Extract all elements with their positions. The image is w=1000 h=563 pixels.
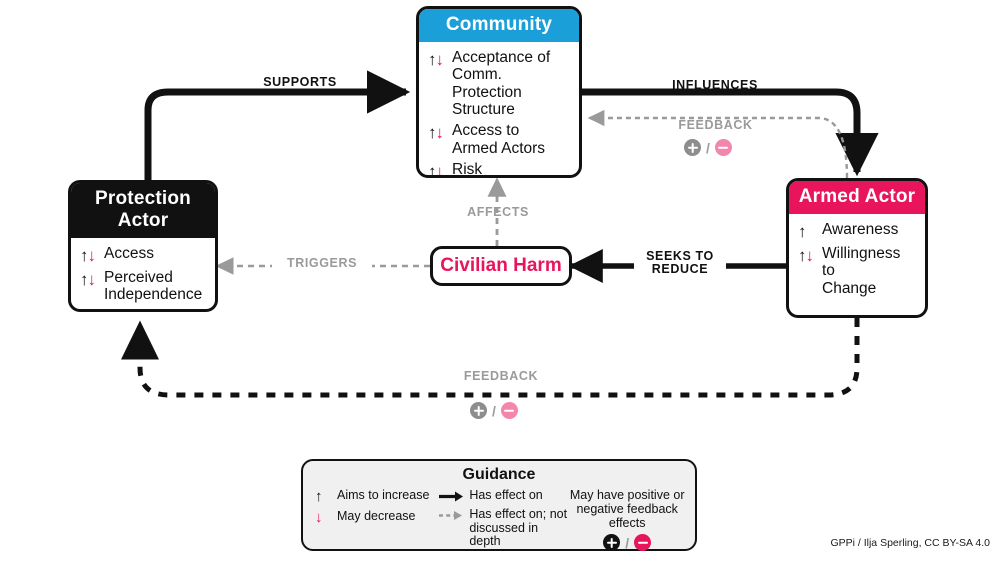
attribute-label: Perceived Independence <box>104 268 203 304</box>
legend-columns: ↑ Aims to increase ↓ May decrease <box>303 484 695 554</box>
legend-item: ↑ Aims to increase <box>315 488 438 505</box>
attribute-label: Acceptance of Comm. Protection Structure <box>452 48 551 118</box>
minus-badge-icon <box>714 139 732 156</box>
separator-slash: / <box>492 402 496 419</box>
solid-arrow-icon <box>438 490 464 503</box>
legend-item: ↓ May decrease <box>315 508 438 526</box>
legend-panel: Guidance ↑ Aims to increase ↓ May decrea… <box>301 459 697 554</box>
attribute-label: Access to Armed Actors <box>452 122 546 157</box>
up-down-arrow-icon: ↑↓ <box>798 245 814 265</box>
node-community-attribute: ↑↓ Acceptance of Comm. Protection Struct… <box>428 49 570 118</box>
node-civilian-harm-title: Civilian Harm <box>440 255 562 276</box>
up-down-arrow-icon: ↑↓ <box>428 123 444 143</box>
node-protection-actor-title: Protection Actor <box>71 183 215 238</box>
node-community-title: Community <box>419 9 579 42</box>
legend-feedback-label: May have positive or negative feedback e… <box>569 488 685 530</box>
node-protection-actor-attribute: ↑↓ Access <box>80 245 206 265</box>
edge-influences-path <box>582 88 879 177</box>
edge-label-feedback-top: FEEDBACK <box>678 118 753 132</box>
edge-label-influences: INFLUENCES <box>672 78 758 92</box>
attribute-label: Willingness to Change <box>822 244 901 297</box>
attribute-label: Awareness <box>822 220 899 238</box>
edge-label-feedback-bottom: FEEDBACK <box>455 369 547 384</box>
edge-label-affects: AFFECTS <box>467 205 529 219</box>
node-armed-actor[interactable]: Armed Actor ↑ Awareness ↑↓ Willingness t… <box>786 178 928 318</box>
edge-label-seeks-to-reduce: SEEKS TO REDUCE <box>634 249 726 277</box>
edge-supports-path <box>144 70 411 182</box>
attribute-label: Risk <box>452 161 483 178</box>
credit-line: GPPi / Ilja Sperling, CC BY-SA 4.0 <box>830 537 990 549</box>
legend-item: Has effect on <box>438 488 569 503</box>
minus-badge-icon <box>634 534 652 552</box>
legend-column-edges: Has effect on Has effect on; not discuss… <box>438 488 569 554</box>
feedback-badges-top: / <box>684 139 732 156</box>
node-civilian-harm[interactable]: Civilian Harm <box>430 246 572 286</box>
plus-badge-icon <box>684 139 701 156</box>
node-armed-actor-attribute: ↑↓ Willingness to Change <box>798 245 916 297</box>
legend-title: Guidance <box>462 466 536 483</box>
node-protection-actor[interactable]: Protection Actor ↑↓ Access ↑↓ Perceived … <box>68 180 218 312</box>
legend-item: Has effect on; not discussed in depth <box>438 507 569 549</box>
legend-item-label: Has effect on; not discussed in depth <box>469 507 568 548</box>
attribute-label: Access <box>104 244 154 262</box>
up-arrow-icon: ↑ <box>315 488 323 505</box>
minus-badge-icon <box>500 402 518 419</box>
node-armed-actor-title: Armed Actor <box>789 181 925 214</box>
node-armed-actor-attribute: ↑ Awareness <box>798 221 916 241</box>
node-community-body: ↑↓ Acceptance of Comm. Protection Struct… <box>419 42 579 178</box>
edge-label-triggers: TRIGGERS <box>272 256 372 271</box>
separator-slash: / <box>706 139 710 156</box>
legend-column-arrows: ↑ Aims to increase ↓ May decrease <box>315 488 438 531</box>
node-community[interactable]: Community ↑↓ Acceptance of Comm. Protect… <box>416 6 582 178</box>
node-armed-actor-body: ↑ Awareness ↑↓ Willingness to Change <box>789 214 925 305</box>
feedback-badges-bottom: / <box>470 402 518 419</box>
plus-badge-icon <box>470 402 487 419</box>
up-down-arrow-icon: ↑↓ <box>428 49 444 69</box>
node-community-attribute: ↑↓ Risk <box>428 161 570 178</box>
node-community-attribute: ↑↓ Access to Armed Actors <box>428 122 570 157</box>
legend-column-feedback: May have positive or negative feedback e… <box>569 488 685 552</box>
legend-feedback-badges: / <box>569 534 685 552</box>
separator-slash: / <box>625 534 630 551</box>
up-arrow-icon: ↑ <box>798 221 806 241</box>
edge-feedback-bottom-path <box>121 318 860 398</box>
up-down-arrow-icon: ↑↓ <box>80 245 96 265</box>
legend-item-label: Aims to increase <box>337 488 430 502</box>
node-protection-actor-attribute: ↑↓ Perceived Independence <box>80 269 206 304</box>
legend-item-label: Has effect on <box>469 488 543 502</box>
legend-item-label: May decrease <box>337 508 416 523</box>
edge-label-supports: SUPPORTS <box>263 75 337 89</box>
plus-badge-icon <box>603 534 621 552</box>
down-arrow-icon: ↓ <box>315 508 323 526</box>
up-down-arrow-icon: ↑↓ <box>428 162 444 178</box>
node-protection-actor-body: ↑↓ Access ↑↓ Perceived Independence <box>71 238 215 309</box>
up-down-arrow-icon: ↑↓ <box>80 269 96 289</box>
dashed-arrow-icon <box>438 509 464 522</box>
edge-feedback-top-path <box>587 109 849 179</box>
